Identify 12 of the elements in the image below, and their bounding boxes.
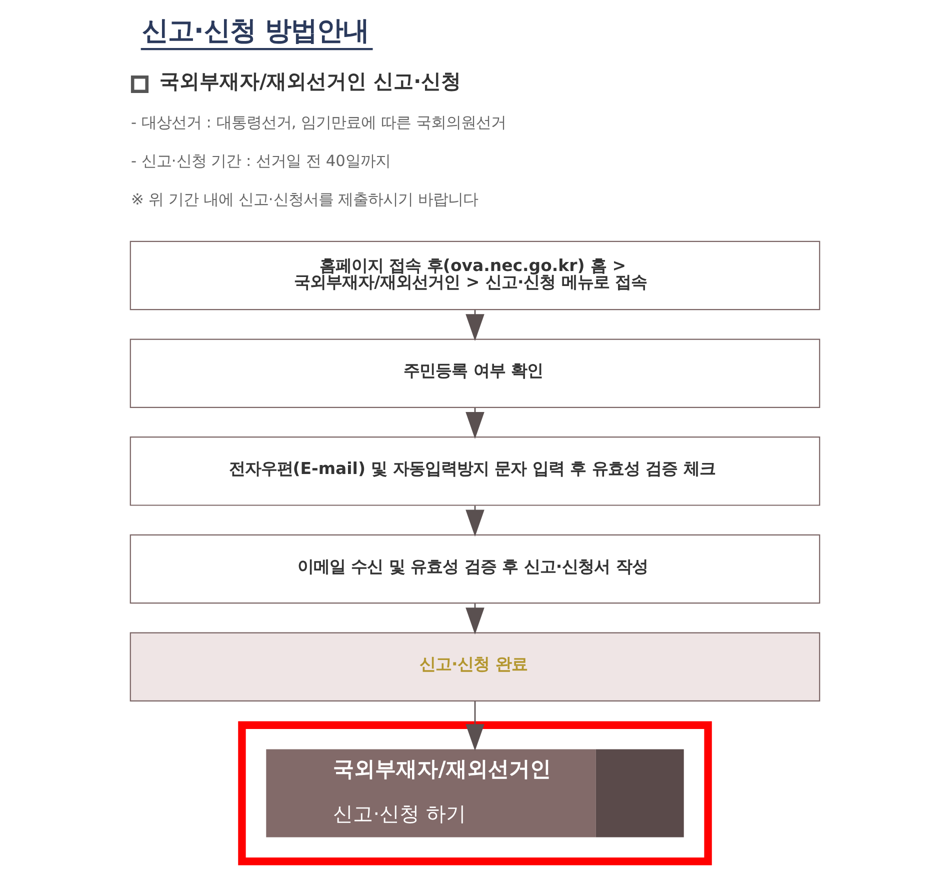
cluster [238,721,712,866]
diagram-title: 신고·신청 방법안내 [141,16,369,46]
node-box: 홈페이지 접속 후(ova.nec.go.kr) 홈 > 국외부재자/재외선거인 > 신고·신청 메뉴로 접속 [129,240,820,310]
arrow [465,701,484,751]
node-box: 신고·신청 완료 [129,632,820,702]
label: 국외부재자/재외선거인 신고·신청 [159,70,461,93]
node-box: 전자우편(E-mail) 및 자동입력방지 문자 입력 후 유효성 검증 체크 [129,436,820,506]
node-box: 주민등록 여부 확인 [129,338,820,408]
label: - 대상선거 : 대통령선거, 임기만료에 따른 국회의원선거 [130,113,506,132]
node-box: 이메일 수신 및 유효성 검증 후 신고·신청서 작성 [129,534,820,604]
label: - 신고·신청 기간 : 선거일 전 40일까지 [130,152,390,170]
label: ※ 위 기간 내에 신고·신청서를 제출하시기 바랍니다 [130,190,478,208]
